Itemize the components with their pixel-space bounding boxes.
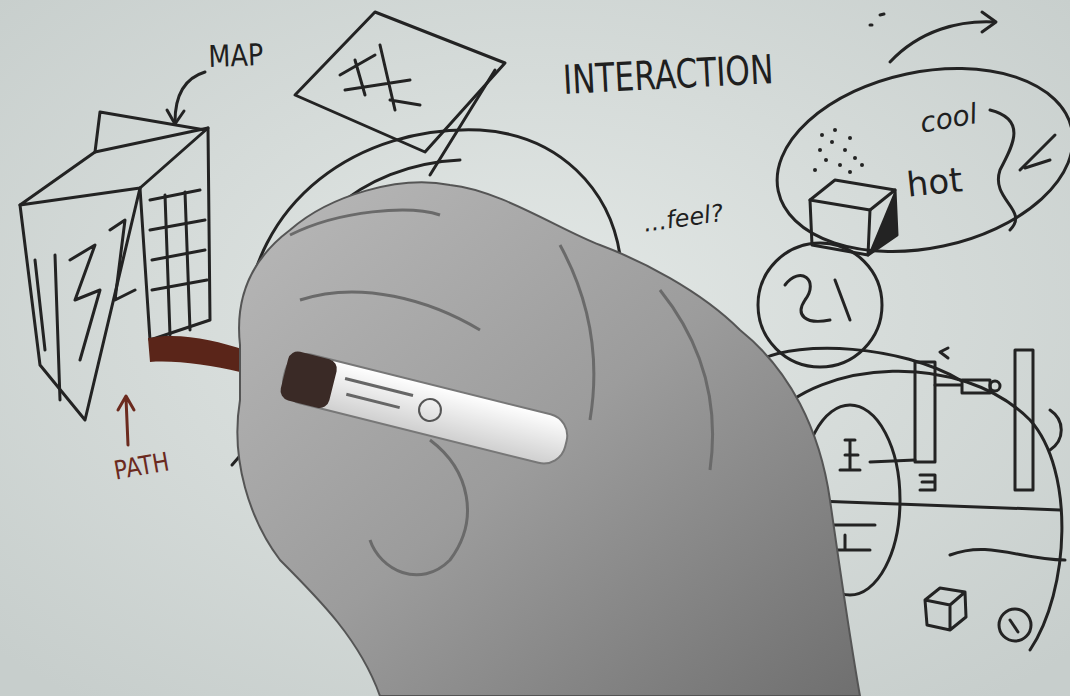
- hot-label: hot: [905, 162, 964, 202]
- ink-sketch: [20, 12, 1070, 696]
- map-label: MAP: [208, 40, 264, 72]
- hand-illustration: [237, 182, 860, 696]
- interaction-title: INTERACTION: [562, 49, 774, 100]
- marker-stroke: [148, 336, 245, 372]
